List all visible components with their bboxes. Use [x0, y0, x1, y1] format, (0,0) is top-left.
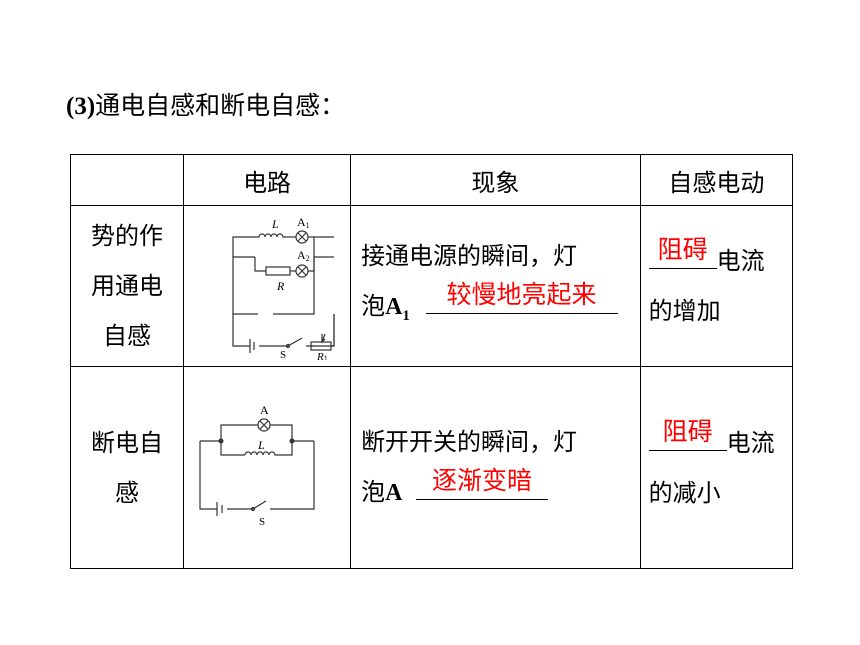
lamp-label: A1 [385, 294, 410, 324]
answer-blank: 阻碍 [648, 235, 717, 269]
label-lamp-a2: A2 [297, 248, 310, 263]
table-row-power-off: 断电自 感 A [69, 366, 794, 569]
label-inductor: L [257, 438, 265, 452]
label-switch: S [280, 349, 286, 360]
label-lamp-a1: A1 [297, 215, 310, 230]
answer-text: 阻碍 [662, 416, 713, 446]
phenomenon-prefix: 泡 [361, 292, 386, 321]
emf-cell-power-off: 阻碍电流 的减小 [639, 366, 794, 569]
label-switch: S [259, 516, 265, 528]
header-cell-circuit: 电路 [183, 154, 352, 206]
phenomenon-cell-power-on: 接通电源的瞬间，灯 泡A1 较慢地亮起来 [350, 205, 641, 367]
answer-text: 逐渐变暗 [432, 466, 533, 495]
phenomenon-line: 接通电源的瞬间，灯 [361, 242, 578, 271]
section-number: (3) [66, 93, 96, 120]
circuit-cell-power-on: L A1 A2 R S R1 [183, 205, 352, 367]
label-line: 自感 [103, 322, 152, 350]
row-label-power-on: 势的作 用通电 自感 [69, 205, 185, 367]
header-cell-emf: 自感电动 [639, 154, 794, 206]
emf-suffix: 电流 [716, 247, 765, 275]
answer-blank: 阻碍 [648, 416, 727, 451]
header-cell-phenomenon: 现象 [350, 154, 641, 206]
label-lamp: A [260, 403, 269, 417]
phenomenon-cell-power-off: 断开开关的瞬间，灯 泡A 逐渐变暗 [350, 366, 641, 569]
table-header-row: 电路 现象 自感电动 [69, 154, 794, 206]
emf-cell-power-on: 阻碍电流 的增加 [639, 205, 794, 367]
phenomenon-line-with-answer: 泡A 逐渐变暗 [361, 467, 640, 518]
label-line: 用通电 [91, 272, 164, 300]
section-title: 通电自感和断电自感： [95, 91, 346, 120]
circuit-diagram-power-off: A L S [199, 403, 315, 528]
emf-line-with-answer: 阻碍电流 [648, 416, 792, 468]
header-cell-empty [69, 154, 185, 206]
label-inductor: L [271, 217, 279, 231]
phenomenon-line-with-answer: 泡A1 较慢地亮起来 [361, 281, 640, 341]
emf-suffix: 电流 [726, 428, 775, 457]
answer-blank: 较慢地亮起来 [425, 280, 618, 315]
circuit-cell-power-off: A L S [183, 366, 352, 569]
phenomenon-prefix: 泡 [361, 478, 386, 506]
answer-text: 较慢地亮起来 [446, 280, 597, 310]
emf-line: 的减小 [648, 478, 721, 507]
self-induction-table: 电路 现象 自感电动 势的作 用通电 自感 [69, 154, 794, 569]
label-resistor: R [276, 279, 285, 293]
table-row-power-on: 势的作 用通电 自感 [69, 205, 794, 367]
circuit-diagram-power-on: L A1 A2 R S R1 [232, 215, 335, 363]
label-rheostat: R1 [316, 351, 328, 360]
section-heading: (3)通电自感和断电自感： [66, 88, 345, 125]
answer-text: 阻碍 [657, 235, 708, 264]
lamp-label: A [385, 480, 403, 506]
phenomenon-line: 断开开关的瞬间，灯 [361, 428, 578, 456]
answer-blank: 逐渐变暗 [416, 466, 549, 500]
row-label-power-off: 断电自 感 [69, 366, 185, 569]
label-line: 感 [115, 478, 140, 507]
emf-line: 的增加 [648, 297, 721, 325]
label-line: 断电自 [91, 428, 164, 457]
label-line: 势的作 [91, 222, 164, 250]
emf-line-with-answer: 阻碍电流 [648, 235, 792, 286]
